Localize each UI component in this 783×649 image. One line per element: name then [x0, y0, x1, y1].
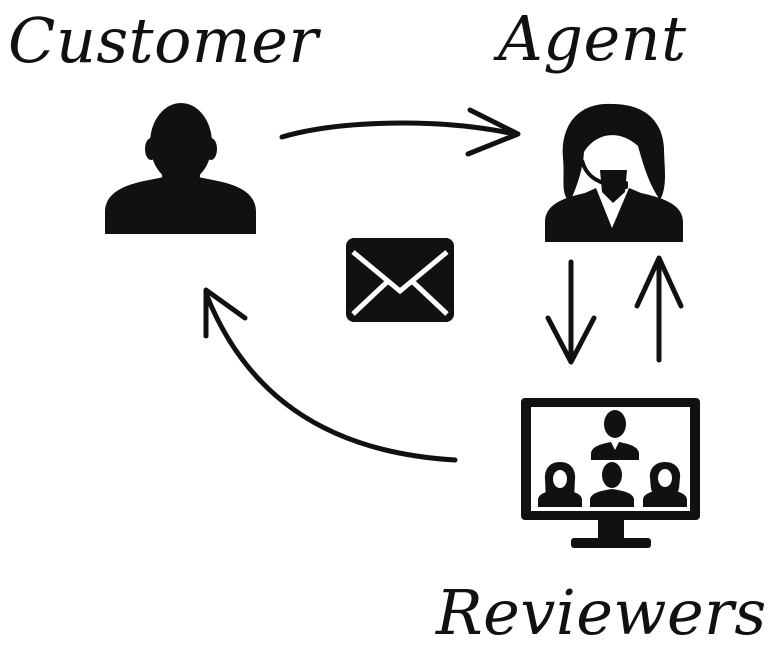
arrow-agent-to-reviewers [545, 259, 597, 365]
agent-label: Agent [498, 2, 687, 75]
video-conference-monitor-icon [521, 398, 700, 548]
arrow-reviewers-to-customer [203, 287, 458, 463]
arrow-customer-to-agent [279, 107, 521, 157]
envelope-icon [346, 238, 454, 322]
reviewers-label: Reviewers [436, 576, 767, 649]
headset-agent-icon [545, 103, 683, 242]
user-icon [105, 103, 256, 234]
arrow-reviewers-to-agent [634, 255, 684, 363]
customer-label: Customer [8, 4, 319, 77]
